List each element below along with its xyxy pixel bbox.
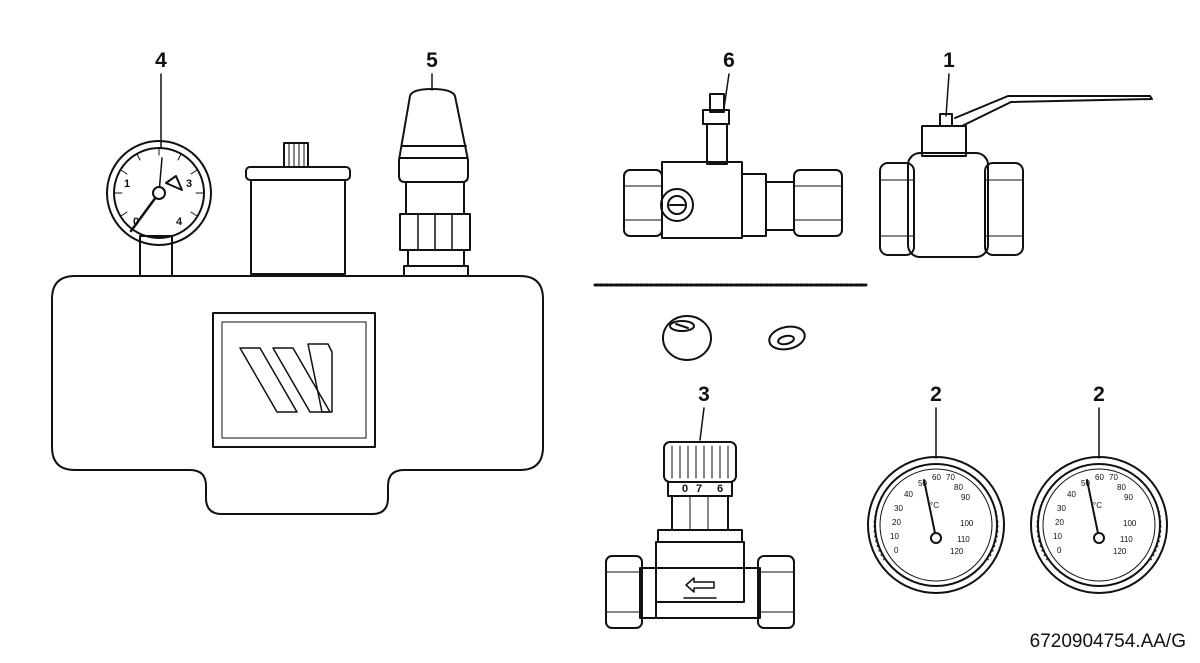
thermometer-left-scale: 0 10 20 30 40 50 60 70 80 90 100 110 120… xyxy=(890,473,974,556)
svg-text:120: 120 xyxy=(950,547,964,556)
pressure-gauge-labels: 0 1 3 4 xyxy=(124,178,192,228)
svg-text:3: 3 xyxy=(186,178,192,190)
flow-regulator xyxy=(605,441,795,629)
svg-text:80: 80 xyxy=(1117,483,1126,492)
brand-logo xyxy=(239,343,333,413)
svg-text:70: 70 xyxy=(1109,473,1118,482)
svg-text:100: 100 xyxy=(960,519,974,528)
svg-text:7: 7 xyxy=(696,483,702,495)
fill-drain-valve xyxy=(623,93,843,239)
svg-text:110: 110 xyxy=(1120,535,1133,544)
svg-text:1: 1 xyxy=(124,178,130,190)
svg-text:60: 60 xyxy=(1095,473,1104,482)
air-vent xyxy=(245,142,351,275)
svg-text:0: 0 xyxy=(133,216,139,228)
figure-code: 6720904754.AA/G xyxy=(1029,631,1186,652)
svg-text:6: 6 xyxy=(717,483,723,495)
svg-text:30: 30 xyxy=(1057,504,1066,513)
pressure-gauge xyxy=(106,140,212,277)
pressure-gauge-needle xyxy=(129,191,161,233)
thermometer-left xyxy=(867,456,1005,594)
pressure-gauge-ticks xyxy=(114,147,204,217)
svg-text:110: 110 xyxy=(957,535,970,544)
ball-valve xyxy=(879,95,1153,258)
flow-regulator-scale: 0 7 6 xyxy=(682,483,723,495)
callout-1: 1 xyxy=(943,49,955,72)
svg-text:70: 70 xyxy=(946,473,955,482)
svg-text:°C: °C xyxy=(930,501,939,510)
svg-text:120: 120 xyxy=(1113,547,1127,556)
svg-text:4: 4 xyxy=(176,216,183,228)
leader-lines xyxy=(160,73,1100,459)
thermometer-right-scale: 0 10 20 30 40 50 60 70 80 90 100 110 120… xyxy=(1053,473,1137,556)
svg-text:80: 80 xyxy=(954,483,963,492)
callout-6: 6 xyxy=(723,49,735,72)
lock-clip xyxy=(768,325,806,351)
svg-text:50: 50 xyxy=(918,479,927,488)
callout-5: 5 xyxy=(426,49,438,72)
svg-text:40: 40 xyxy=(1067,490,1076,499)
flow-direction-arrow-icon xyxy=(685,577,715,593)
svg-text:90: 90 xyxy=(1124,493,1133,502)
svg-text:30: 30 xyxy=(894,504,903,513)
svg-text:0: 0 xyxy=(1057,546,1062,555)
svg-text:60: 60 xyxy=(932,473,941,482)
svg-text:10: 10 xyxy=(1053,532,1062,541)
regulator-cap xyxy=(662,315,712,361)
pressure-gauge-marker xyxy=(165,175,183,191)
svg-text:0: 0 xyxy=(894,546,899,555)
svg-text:10: 10 xyxy=(890,532,899,541)
svg-text:100: 100 xyxy=(1123,519,1137,528)
svg-text:20: 20 xyxy=(1055,518,1064,527)
callout-2-right: 2 xyxy=(1093,383,1105,406)
svg-text:20: 20 xyxy=(892,518,901,527)
safety-valve xyxy=(398,88,471,277)
svg-text:°C: °C xyxy=(1093,501,1102,510)
svg-text:0: 0 xyxy=(682,483,688,495)
callout-3: 3 xyxy=(698,383,710,406)
callout-4: 4 xyxy=(155,49,167,72)
thermometer-right xyxy=(1030,456,1168,594)
svg-text:40: 40 xyxy=(904,490,913,499)
callout-2-left: 2 xyxy=(930,383,942,406)
packaging-insert xyxy=(51,275,544,515)
svg-text:90: 90 xyxy=(961,493,970,502)
svg-text:50: 50 xyxy=(1081,479,1090,488)
